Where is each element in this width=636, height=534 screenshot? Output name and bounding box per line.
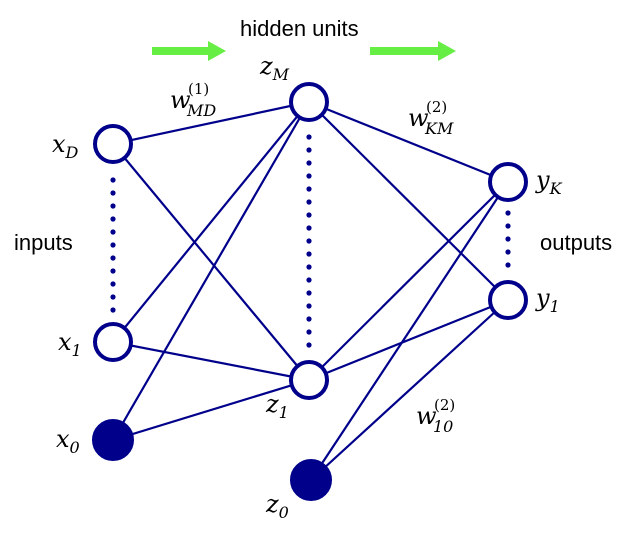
input-ellipsis <box>110 177 116 313</box>
outputs-label: outputs <box>540 230 612 255</box>
flow-arrows <box>152 41 456 61</box>
svg-text:10: 10 <box>433 417 453 436</box>
edge-x0-zM <box>112 101 310 441</box>
edge-z1-y1 <box>308 298 509 382</box>
inputs-label: inputs <box>14 230 73 255</box>
svg-text:w: w <box>170 86 191 114</box>
label-yK: yK <box>535 166 563 198</box>
label-y1: y1 <box>535 284 560 316</box>
node-x1 <box>93 322 133 362</box>
edge-x1-zM <box>112 101 310 343</box>
svg-text:(2): (2) <box>426 98 447 116</box>
label-x1: x1 <box>58 328 82 360</box>
svg-text:w: w <box>408 104 429 132</box>
node-y1 <box>488 280 528 320</box>
node-zM <box>289 82 329 122</box>
svg-text:KM: KM <box>424 119 454 138</box>
nodes <box>92 82 528 501</box>
edge-z0-y1 <box>310 299 509 481</box>
label-xD: xD <box>52 130 79 162</box>
node-yK <box>488 162 528 202</box>
node-z0 <box>290 459 332 501</box>
arrow-right <box>370 41 456 61</box>
svg-text:(2): (2) <box>434 396 455 414</box>
label-zM: zM <box>259 52 290 84</box>
weight-w2KM: w (2) KM <box>408 98 454 138</box>
output-ellipsis <box>505 210 511 268</box>
edge-xD-zM <box>112 100 310 146</box>
edge-x1-z1 <box>112 340 310 382</box>
edge-z1-yK <box>308 181 509 381</box>
svg-text:(1): (1) <box>188 80 209 98</box>
label-z1: z1 <box>265 390 289 422</box>
node-x0 <box>92 419 134 461</box>
ellipsis-dots <box>110 134 511 348</box>
svg-text:w: w <box>416 402 437 430</box>
weight-w1MD: w (1) MD <box>170 80 216 120</box>
label-x0: x0 <box>56 425 80 457</box>
node-z1 <box>289 360 329 400</box>
svg-text:MD: MD <box>186 101 216 120</box>
weight-w210: w (2) 10 <box>416 396 455 436</box>
edge-z0-yK <box>310 181 509 481</box>
edge-x0-z1 <box>112 378 310 442</box>
arrow-left <box>152 41 226 61</box>
label-z0: z0 <box>265 490 289 522</box>
hidden-units-label: hidden units <box>240 16 359 41</box>
connections <box>112 100 509 481</box>
edge-xD-z1 <box>112 143 310 381</box>
hidden-ellipsis <box>306 134 312 348</box>
edge-zM-yK <box>308 100 509 184</box>
edge-zM-y1 <box>308 101 509 301</box>
node-xD <box>93 124 133 164</box>
